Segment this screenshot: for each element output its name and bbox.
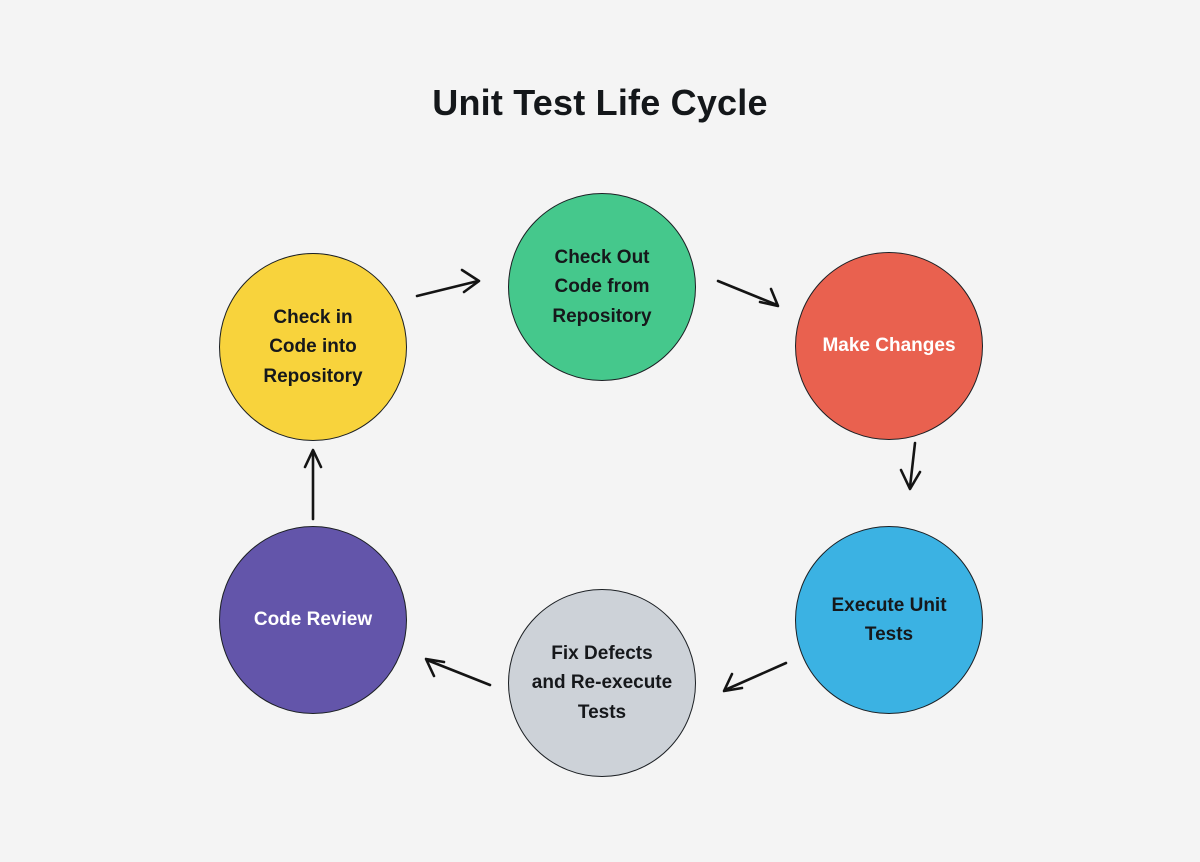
node-label-check-out-code: Check Out Code from Repository	[552, 246, 652, 327]
node-label-execute-unit-tests: Execute Unit Tests	[831, 594, 947, 645]
node-check-in-code[interactable]: Check in Code into Repository	[219, 253, 407, 441]
node-label-check-in-code: Check in Code into Repository	[263, 306, 363, 387]
arrow-execute-to-fix	[722, 661, 788, 693]
node-label-make-changes: Make Changes	[822, 335, 956, 357]
arrow-checkout-to-changes	[716, 279, 780, 308]
node-label-fix-defects: Fix Defects and Re-execute Tests	[531, 642, 673, 723]
arrow-fix-to-review	[424, 657, 492, 687]
page-title: Unit Test Life Cycle	[432, 82, 768, 123]
node-label-code-review: Code Review	[253, 609, 373, 631]
arrow-changes-to-execute	[899, 441, 922, 491]
node-execute-unit-tests[interactable]: Execute Unit Tests	[795, 526, 983, 714]
arrow-review-to-checkin	[303, 448, 323, 521]
node-fix-defects[interactable]: Fix Defects and Re-execute Tests	[508, 589, 696, 777]
arrow-checkin-to-checkout	[415, 268, 481, 298]
node-check-out-code[interactable]: Check Out Code from Repository	[508, 193, 696, 381]
node-make-changes[interactable]: Make Changes	[795, 252, 983, 440]
node-code-review[interactable]: Code Review	[219, 526, 407, 714]
